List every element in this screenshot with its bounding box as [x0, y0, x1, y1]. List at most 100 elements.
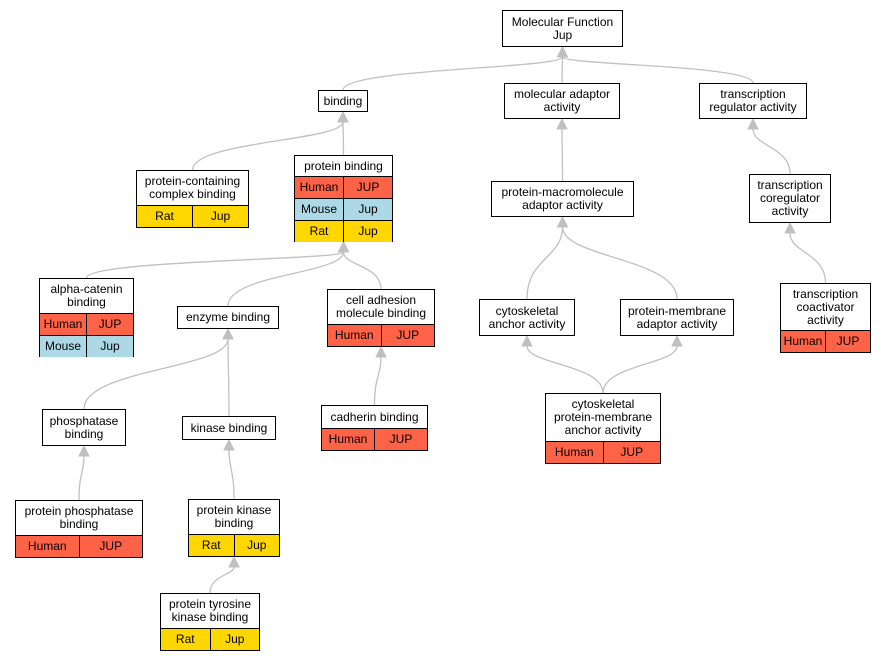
- edge-line: [227, 251, 345, 307]
- edge-line: [561, 128, 564, 182]
- edge-cyto-pm-to-cyto-anchor: [521, 334, 604, 394]
- edge-line: [752, 128, 791, 175]
- species-cell: Rat: [189, 535, 234, 556]
- edge-pm-adaptor-to-mol-adaptor: [556, 117, 568, 182]
- go-term-label: protein kinase binding: [196, 503, 272, 530]
- edge-arrowhead: [78, 444, 90, 457]
- go-term-tr-coreg[interactable]: transcription coregulator activity: [749, 174, 831, 223]
- go-term-mf[interactable]: Molecular Function Jup: [502, 10, 623, 47]
- go-term-label: alpha-catenin binding: [50, 282, 123, 309]
- edge-line: [83, 338, 229, 410]
- species-cell: Human: [322, 429, 374, 450]
- edge-arrowhead: [223, 438, 235, 451]
- edge-line: [342, 121, 345, 156]
- go-term-enzyme[interactable]: enzyme binding: [177, 306, 279, 329]
- edge-line: [85, 251, 345, 279]
- go-term-phosphatase[interactable]: phosphatase binding: [42, 409, 126, 446]
- gene-cell: JUP: [380, 325, 434, 346]
- species-cell: Rat: [161, 629, 210, 650]
- go-term-label: kinase binding: [190, 420, 268, 435]
- go-term-pm-adaptor[interactable]: protein-macromolecule adaptor activity: [491, 181, 634, 217]
- edge-line: [228, 449, 235, 500]
- edge-cyto-anchor-to-pm-adaptor: [526, 215, 569, 300]
- gene-cell: Jup: [209, 629, 259, 650]
- species-cell: Human: [16, 536, 79, 557]
- go-term-tr-reg[interactable]: transcription regulator activity: [699, 83, 807, 119]
- edge-arrowhead: [222, 327, 234, 340]
- species-cell: Human: [295, 177, 343, 198]
- gene-cell: Jup: [233, 535, 279, 556]
- go-term-mol-adaptor[interactable]: molecular adaptor activity: [504, 83, 620, 119]
- go-term-label: cell adhesion molecule binding: [335, 293, 427, 320]
- species-cell: Human: [781, 331, 825, 352]
- edge-kinase-to-enzyme: [222, 327, 234, 417]
- go-term-label: molecular adaptor activity: [513, 87, 611, 114]
- edge-arrowhead: [337, 110, 349, 123]
- go-term-cyto-anchor[interactable]: cytoskeletal anchor activity: [479, 299, 575, 336]
- edge-arrowhead: [556, 215, 569, 228]
- go-term-label: transcription regulator activity: [709, 87, 797, 114]
- gene-cell: JUP: [602, 442, 660, 463]
- species-cell: Rat: [137, 206, 192, 227]
- go-term-label: cadherin binding: [330, 409, 419, 424]
- go-term-label: cytoskeletal anchor activity: [488, 303, 566, 331]
- edge-line: [78, 455, 85, 501]
- go-term-label: transcription coregulator activity: [757, 178, 823, 218]
- go-term-pmem-adaptor[interactable]: protein-membrane adaptor activity: [620, 299, 734, 336]
- edge-line: [342, 251, 382, 290]
- edge-arrowhead: [671, 334, 683, 347]
- go-term-label: binding: [323, 93, 363, 108]
- species-cell: Human: [328, 325, 381, 346]
- edge-prot-bind-to-binding: [337, 110, 349, 156]
- gene-cell: JUP: [825, 331, 870, 352]
- edge-tr-reg-to-mf: [556, 45, 754, 84]
- edge-tr-coact-to-tr-coreg: [784, 221, 827, 284]
- go-term-binding[interactable]: binding: [318, 90, 368, 112]
- gene-cell: JUP: [343, 177, 392, 198]
- edge-arrowhead: [556, 45, 569, 58]
- edge-line: [342, 56, 564, 91]
- gene-cell: JUP: [374, 429, 427, 450]
- go-term-label: Molecular Function Jup: [511, 14, 614, 42]
- go-term-label: cytoskeletal protein-membrane anchor act…: [553, 397, 653, 437]
- species-cell: Mouse: [295, 199, 343, 220]
- species-cell: Mouse: [40, 336, 86, 357]
- go-term-kinase[interactable]: kinase binding: [182, 416, 276, 440]
- edge-tr-coreg-to-tr-reg: [747, 117, 791, 175]
- edge-arrowhead: [228, 555, 240, 568]
- gene-cell: Jup: [86, 336, 133, 357]
- go-term-cyto-pm[interactable]: cytoskeletal protein-membrane anchor act…: [545, 393, 661, 464]
- species-cell: Human: [546, 442, 603, 463]
- go-term-label: protein-macromolecule adaptor activity: [501, 185, 624, 212]
- edge-alpha-to-prot-bind: [85, 240, 350, 279]
- edge-cell-adh-to-prot-bind: [337, 240, 382, 290]
- edge-line: [191, 121, 344, 171]
- edge-line: [561, 56, 564, 84]
- species-cell: Human: [40, 314, 86, 335]
- go-term-label: protein binding: [304, 158, 383, 173]
- edge-cadherin-to-cell-adh: [373, 345, 387, 406]
- edge-prot-kinase-to-kinase: [223, 438, 235, 500]
- edge-line: [526, 226, 564, 300]
- edge-arrowhead: [747, 117, 759, 130]
- edge-line: [789, 232, 827, 284]
